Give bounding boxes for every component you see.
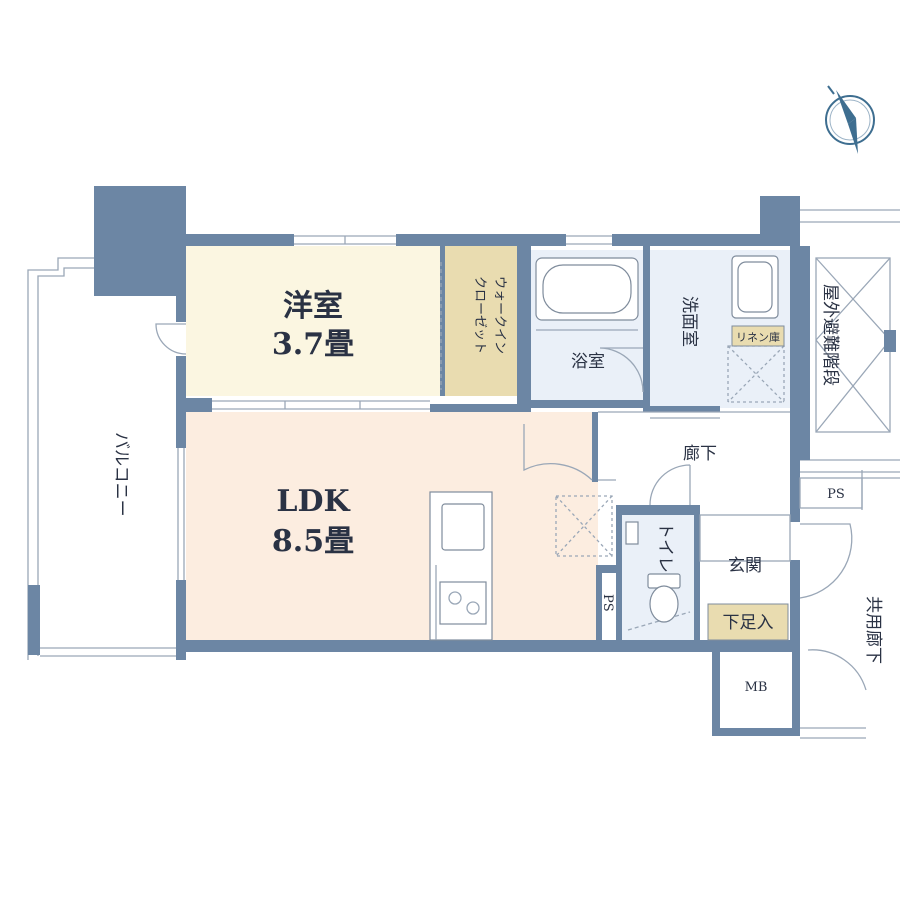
- bathroom-label: 浴室: [571, 352, 605, 372]
- meter-box-label: MB: [745, 680, 768, 695]
- north-compass-icon: [825, 85, 875, 154]
- bath-door: [599, 347, 644, 393]
- hallway-label: 廊下: [683, 444, 717, 464]
- ps-box-outside: [799, 477, 863, 509]
- exterior-lines: [800, 209, 900, 739]
- western-room-name: 洋室: [283, 289, 343, 324]
- washroom-label: 洗面室: [679, 296, 699, 347]
- toilet-door: [627, 611, 691, 631]
- front-door: [799, 523, 853, 599]
- closet-label-line1: ウォークイン: [492, 276, 507, 354]
- western-room-size: 3.7畳: [272, 327, 354, 362]
- linen-closet-box: [731, 325, 785, 347]
- fridge-space: [555, 495, 613, 557]
- western-room-floor: [186, 246, 440, 396]
- linen-closet-label: リネン庫: [736, 330, 780, 344]
- ps-label-inside: PS: [600, 594, 615, 612]
- stairs-landing: [815, 257, 896, 433]
- kitchen-counter: [429, 491, 493, 641]
- entrance-label: 玄関: [728, 556, 762, 576]
- ldk-window: [177, 448, 185, 580]
- closet-floor: [445, 246, 517, 396]
- ldk-floor-ext: [520, 412, 598, 642]
- laundry-area: [727, 345, 785, 403]
- hallway-door: [649, 464, 691, 506]
- balcony-outline: [27, 257, 180, 660]
- bedroom-window: [294, 235, 396, 245]
- washbasin: [731, 255, 779, 319]
- toilet-fixture: [625, 521, 681, 623]
- corridor-door: [807, 649, 867, 691]
- bedroom-sliding-door: [212, 400, 430, 410]
- entrance-step: [699, 514, 791, 562]
- ldk-name: LDK: [276, 484, 350, 519]
- shoe-closet-box: [707, 603, 789, 641]
- ps-label-outside: PS: [827, 487, 845, 502]
- shoe-closet-label: 下足入: [723, 613, 774, 633]
- ldk-size: 8.5畳: [272, 524, 354, 559]
- bedroom-balcony-door: [155, 323, 187, 355]
- ldk-door: [523, 424, 593, 481]
- bathtub: [535, 257, 639, 331]
- closet-label-line2: クローゼット: [472, 276, 487, 354]
- balcony-label: バルコニー: [111, 432, 131, 517]
- bath-window: [566, 235, 612, 245]
- walls: [94, 186, 810, 736]
- common-corridor-label: 共用廊下: [863, 596, 883, 664]
- toilet-label: トイレ: [655, 522, 675, 573]
- emergency-stairs-label: 屋外避難階段: [820, 284, 840, 386]
